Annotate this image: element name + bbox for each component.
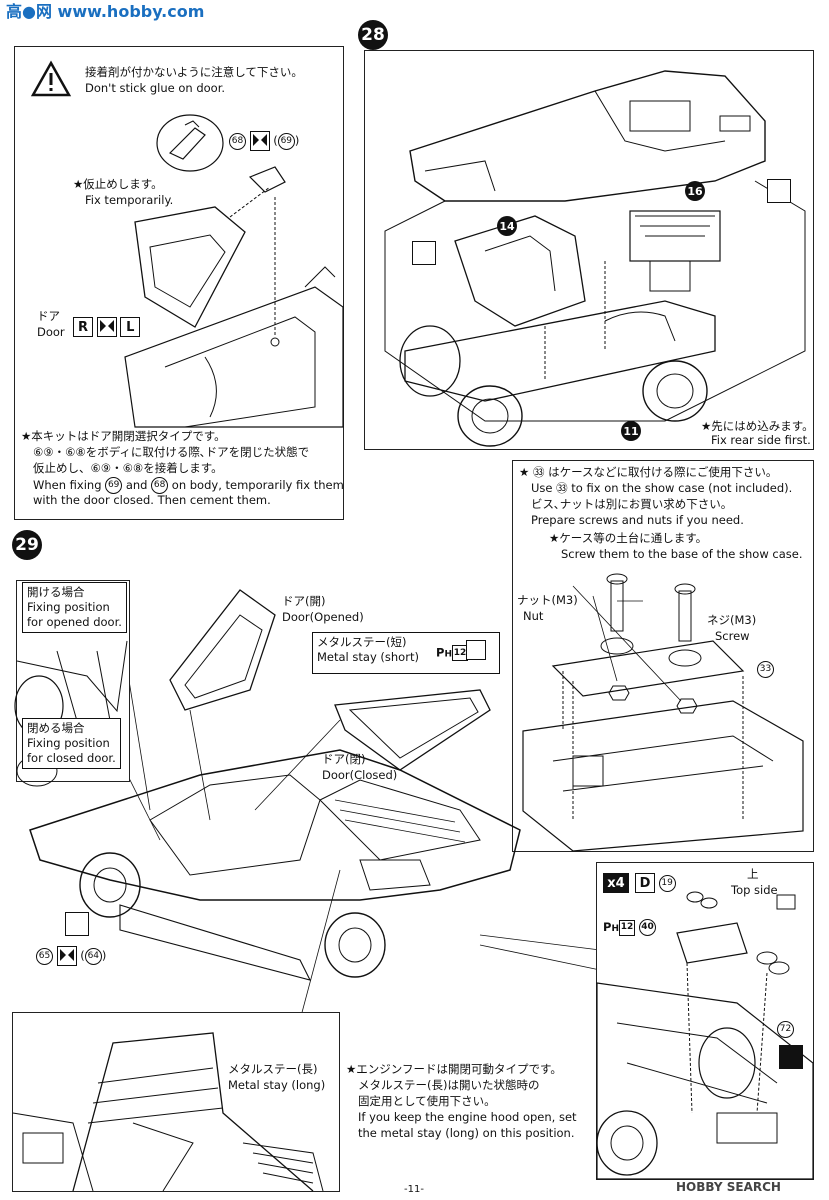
rear-fix-jp: ★先にはめ込みます。 bbox=[701, 419, 814, 433]
door-opened-en: Door(Opened) bbox=[282, 610, 364, 624]
show-case-panel: ★ ㉝ はケースなどに取付ける際にご使用下さい。 Use ㉝ to fix on… bbox=[512, 460, 814, 852]
no-glue-icon bbox=[96, 317, 117, 337]
door-closed-en: Door(Closed) bbox=[322, 768, 398, 782]
glue-icon-left bbox=[412, 241, 437, 265]
glue-warning-en: Don't stick glue on door. bbox=[85, 81, 226, 95]
engine-hood-inset bbox=[12, 1012, 340, 1192]
warning-icon bbox=[30, 60, 72, 97]
showcase-line4: Prepare screws and nuts if you need. bbox=[531, 513, 744, 527]
door-side-markers: R L bbox=[73, 317, 141, 337]
watermark-logo: 高●网 www.hobby.com bbox=[6, 2, 205, 21]
screw-label-en: Screw bbox=[715, 629, 750, 643]
glue-icon-stay-short bbox=[466, 640, 486, 660]
page-number: -11- bbox=[404, 1184, 424, 1195]
fix-temporarily-en: Fix temporarily. bbox=[85, 193, 174, 207]
opened-door-label: 開ける場合 Fixing position for opened door. bbox=[22, 582, 127, 633]
top-side-en: Top side bbox=[731, 883, 778, 897]
note-en-2: with the door closed. Then cement them. bbox=[33, 493, 271, 507]
hood-note-en-1: If you keep the engine hood open, set bbox=[358, 1110, 577, 1124]
step-29-number: 29 bbox=[12, 530, 42, 560]
part-ref-68-69: 68 (69) bbox=[229, 131, 299, 151]
hood-note-jp-1: ★エンジンフードは開閉可動タイプです。 bbox=[346, 1062, 562, 1076]
part-14-marker: 14 bbox=[497, 216, 517, 236]
part-d19: D 19 bbox=[635, 873, 676, 893]
door-opened-jp: ドア(開) bbox=[282, 594, 326, 608]
exhaust-drawing bbox=[596, 891, 814, 1180]
metal-stay-long-jp: メタルステー(長) bbox=[228, 1062, 318, 1076]
glue-warning-jp: 接着剤が付かないように注意して下さい。 bbox=[85, 65, 303, 79]
note-jp-1: ★本キットはドア開閉選択タイプです。 bbox=[21, 429, 226, 443]
showcase-line1: ★ ㉝ はケースなどに取付ける際にご使用下さい。 bbox=[519, 465, 778, 479]
fix-temporarily-jp: ★仮止めします。 bbox=[73, 177, 163, 191]
showcase-line2: Use ㉝ to fix on the show case (not inclu… bbox=[531, 481, 793, 495]
nut-label-jp: ナット(M3) bbox=[517, 593, 578, 607]
no-glue-icon bbox=[249, 131, 270, 151]
note-jp-2: ⑥⑨・⑥⑧をボディに取付ける際､ドアを閉じた状態で bbox=[33, 445, 310, 459]
engine-hood-drawing bbox=[12, 1032, 324, 1192]
closed-door-label: 閉める場合 Fixing position for closed door. bbox=[22, 718, 121, 769]
part-33-label: 33 bbox=[757, 661, 774, 678]
door-label-en: Door bbox=[37, 325, 65, 339]
showcase-line5: ★ケース等の土台に通します。 bbox=[549, 531, 708, 545]
part-72-label: 72 bbox=[777, 1021, 794, 1038]
step28-drawing bbox=[384, 70, 806, 447]
note-en-1: When fixing 69 and 68 on body, temporari… bbox=[33, 477, 344, 494]
hood-note-jp-3: 固定用として使用下さい。 bbox=[358, 1094, 496, 1108]
part-16-marker: 16 bbox=[685, 181, 705, 201]
step29-main-drawing bbox=[29, 589, 601, 1021]
hinge-detail-drawing bbox=[156, 114, 224, 172]
metal-stay-long-en: Metal stay (long) bbox=[228, 1078, 326, 1092]
glue-icon-door bbox=[65, 912, 90, 936]
show-case-drawing bbox=[522, 573, 804, 852]
showcase-line3: ビス､ナットは別にお買い求め下さい。 bbox=[531, 497, 733, 511]
screw-label-jp: ネジ(M3) bbox=[707, 613, 757, 627]
hobby-search-logo: HOBBY SEARCH bbox=[676, 1180, 781, 1194]
cement-icon bbox=[779, 1045, 803, 1069]
showcase-line6: Screw them to the base of the show case. bbox=[561, 547, 803, 561]
nut-label-en: Nut bbox=[523, 609, 544, 623]
hood-note-en-2: the metal stay (long) on this position. bbox=[358, 1126, 575, 1140]
step28-panel: 16 14 11 ★先にはめ込みます。 Fix rear side first. bbox=[364, 50, 814, 450]
glue-icon-right bbox=[767, 179, 791, 203]
note-jp-3: 仮止めし、⑥⑨・⑥⑧を接着します。 bbox=[33, 461, 223, 475]
part-11-marker: 11 bbox=[621, 421, 641, 441]
door-label-jp: ドア bbox=[37, 309, 60, 323]
step27-panel: 接着剤が付かないように注意して下さい。 Don't stick glue on … bbox=[14, 46, 344, 520]
hood-note-jp-2: メタルステー(長)は開いた状態時の bbox=[358, 1078, 540, 1092]
door-closed-jp: ドア(閉) bbox=[322, 752, 366, 766]
rear-fix-en: Fix rear side first. bbox=[711, 433, 811, 447]
quantity-x4: x4 bbox=[603, 873, 629, 893]
door-body-drawing bbox=[124, 166, 344, 428]
no-glue-icon bbox=[56, 946, 77, 966]
step-28-number: 28 bbox=[358, 20, 388, 50]
part-ref-65-64: 65 (64) bbox=[36, 946, 106, 966]
top-side-jp: 上 bbox=[747, 867, 759, 881]
